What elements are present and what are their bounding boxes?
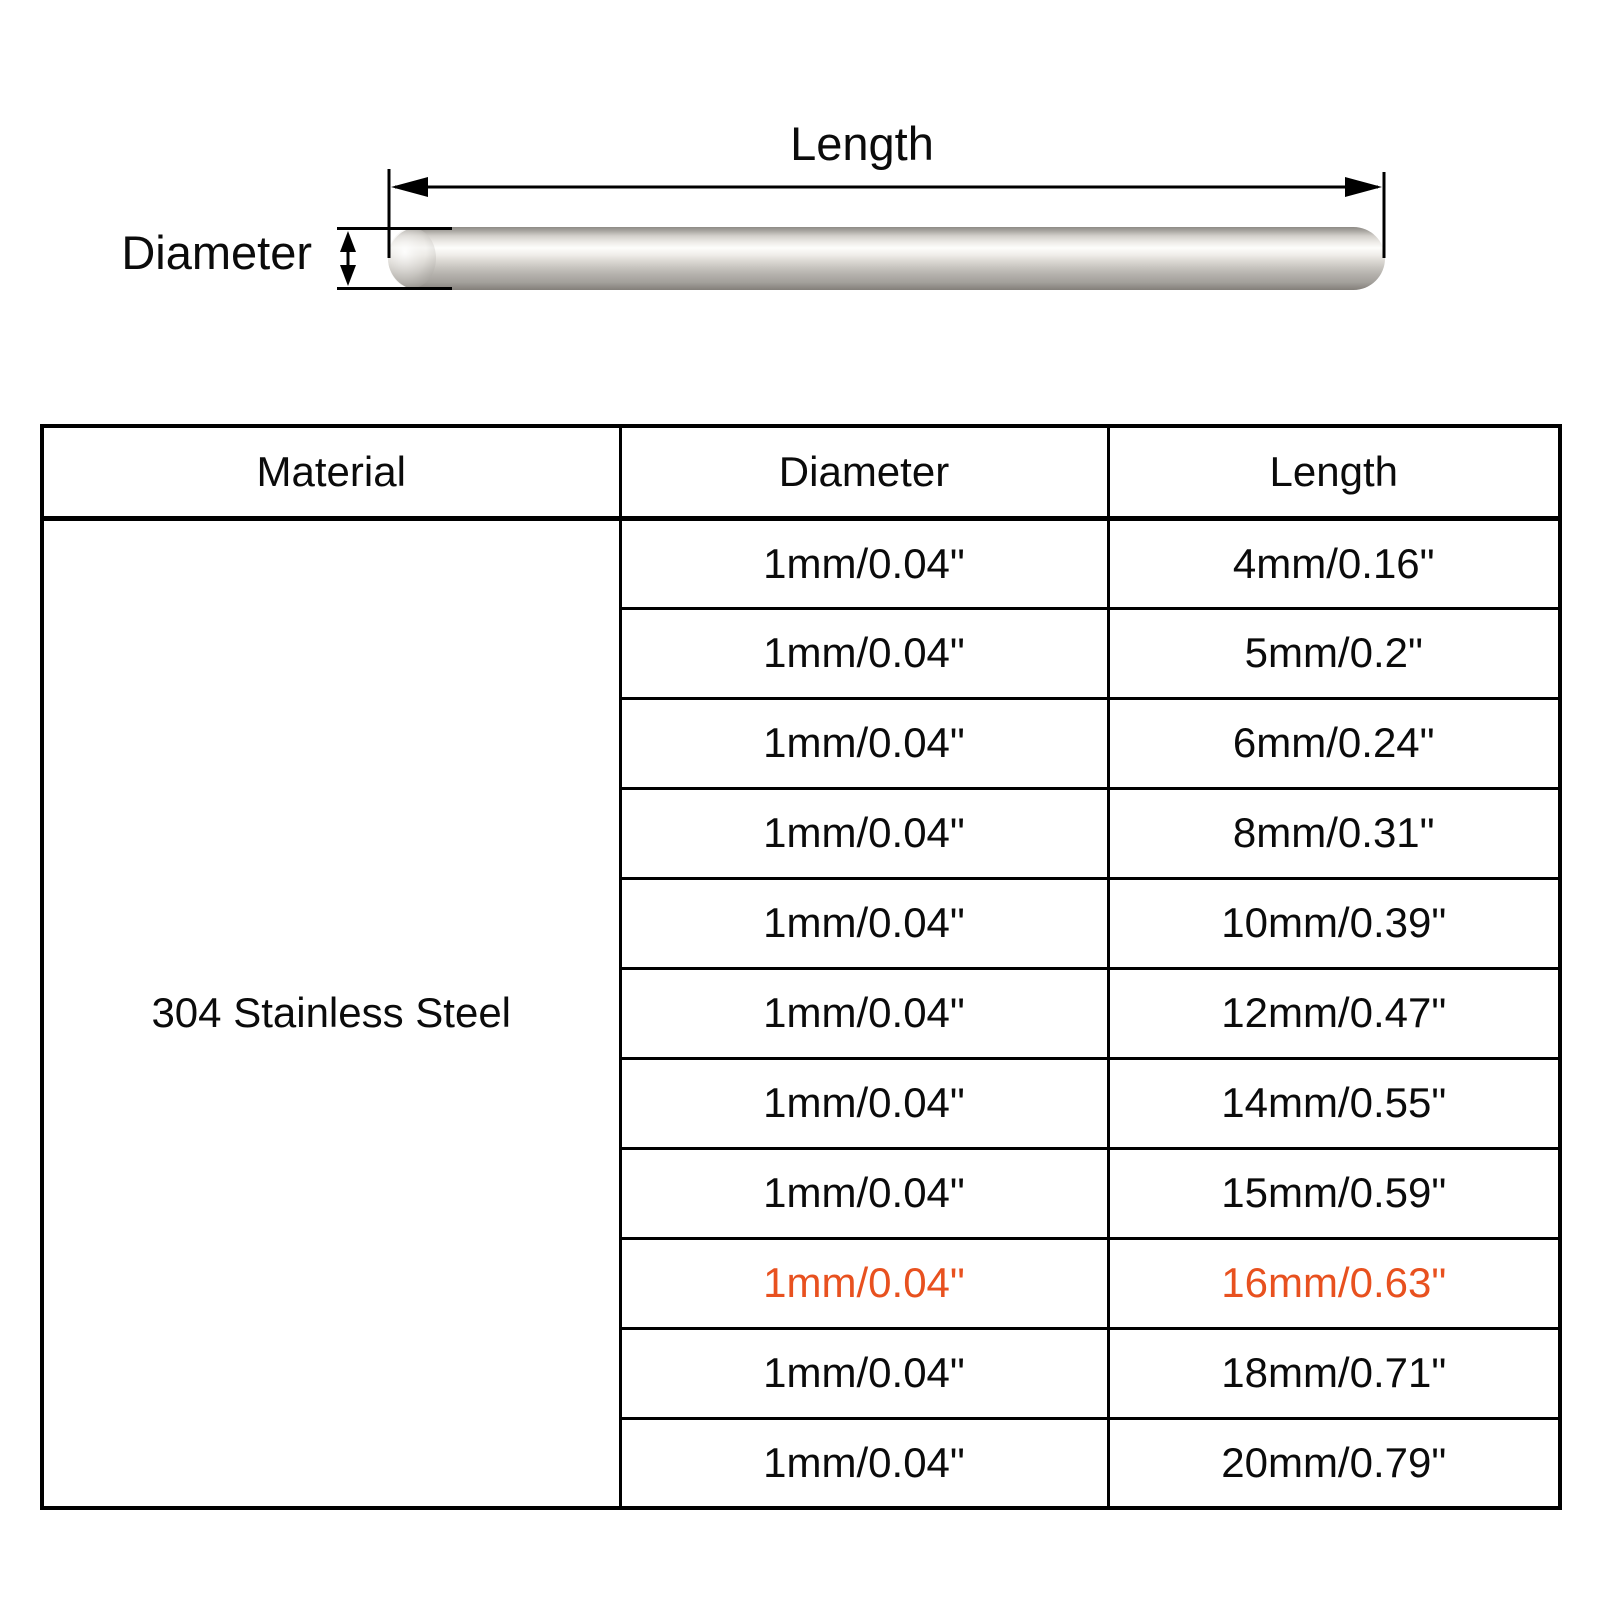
spec-table-row: 1mm/0.04"14mm/0.55" [42, 1056, 1562, 1150]
length-cell: 5mm/0.2" [1106, 606, 1562, 700]
spec-table-row: 1mm/0.04"18mm/0.71" [42, 1326, 1562, 1420]
diameter-cell: 1mm/0.04" [618, 966, 1110, 1060]
diameter-cell: 1mm/0.04" [618, 606, 1110, 700]
col-header-material: Material [40, 424, 622, 521]
spec-table-row: 1mm/0.04"5mm/0.2" [42, 606, 1562, 700]
spec-table-row: 1mm/0.04"8mm/0.31" [42, 786, 1562, 880]
steel-pin-illustration [388, 227, 1385, 290]
spec-table-row: 1mm/0.04"10mm/0.39" [42, 876, 1562, 970]
dimension-diagram: Length Diameter [0, 0, 1600, 400]
length-cell: 6mm/0.24" [1106, 696, 1562, 790]
length-dimension-arrowheads [391, 177, 1382, 197]
length-cell: 18mm/0.71" [1106, 1326, 1562, 1420]
diameter-cell: 1mm/0.04" [618, 516, 1110, 610]
diameter-cell: 1mm/0.04" [618, 1416, 1110, 1510]
diameter-cell: 1mm/0.04" [618, 1056, 1110, 1150]
spec-table-row: 1mm/0.04"12mm/0.47" [42, 966, 1562, 1060]
spec-table-header-row: Material Diameter Length [40, 424, 1562, 521]
length-cell: 20mm/0.79" [1106, 1416, 1562, 1510]
diameter-cell: 1mm/0.04" [618, 1236, 1110, 1330]
diameter-cell: 1mm/0.04" [618, 786, 1110, 880]
dimension-drawing [337, 169, 1386, 290]
spec-table: Material Diameter Length 304 Stainless S… [40, 424, 1562, 1510]
length-cell: 8mm/0.31" [1106, 786, 1562, 880]
spec-table-row: 1mm/0.04"16mm/0.63" [42, 1236, 1562, 1330]
diameter-cell: 1mm/0.04" [618, 1326, 1110, 1420]
pin-left-dome-highlight [388, 228, 436, 288]
length-cell: 10mm/0.39" [1106, 876, 1562, 970]
length-dimension-lines [387, 169, 1386, 258]
length-dimension-label: Length [790, 117, 934, 170]
diameter-dimension-arrowheads [340, 231, 356, 286]
length-cell: 12mm/0.47" [1106, 966, 1562, 1060]
col-header-length: Length [1106, 424, 1562, 521]
arrow-up-icon [340, 231, 356, 252]
length-cell: 4mm/0.16" [1106, 516, 1562, 610]
diameter-cell: 1mm/0.04" [618, 876, 1110, 970]
spec-table-row: 1mm/0.04"6mm/0.24" [42, 696, 1562, 790]
diameter-cell: 1mm/0.04" [618, 1146, 1110, 1240]
length-cell: 14mm/0.55" [1106, 1056, 1562, 1150]
diameter-dimension-label: Diameter [121, 226, 312, 279]
length-cell: 16mm/0.63" [1106, 1236, 1562, 1330]
length-cell: 15mm/0.59" [1106, 1146, 1562, 1240]
arrow-right-icon [1345, 177, 1382, 197]
arrow-left-icon [391, 177, 428, 197]
col-header-diameter: Diameter [618, 424, 1110, 521]
spec-table-row: 1mm/0.04"15mm/0.59" [42, 1146, 1562, 1240]
spec-table-row: 1mm/0.04"20mm/0.79" [42, 1416, 1562, 1510]
material-cell: 304 Stainless Steel [40, 516, 622, 1510]
arrow-down-icon [340, 265, 356, 286]
diameter-cell: 1mm/0.04" [618, 696, 1110, 790]
